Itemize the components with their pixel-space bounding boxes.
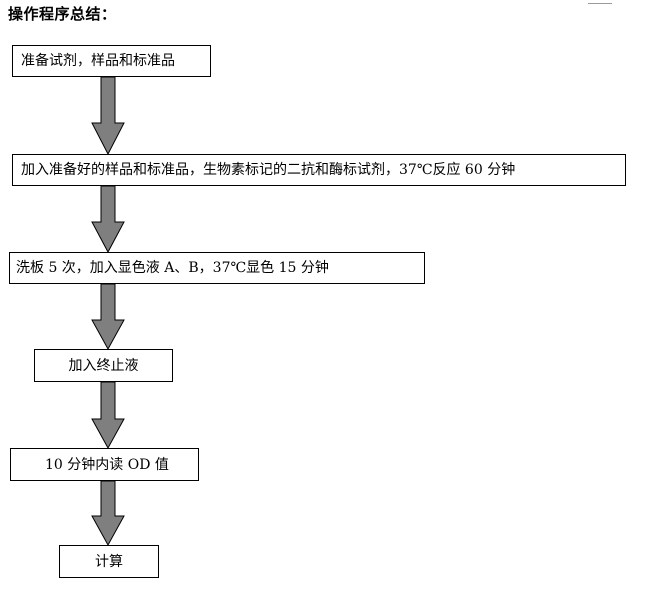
step-label: 加入终止液 [68, 357, 139, 374]
arrow-down-icon [91, 480, 125, 547]
arrow-down-icon [91, 185, 125, 254]
step-label: 加入准备好的样品和标准品，生物素标记的二抗和酶标试剂，37℃反应 60 分钟 [21, 162, 516, 178]
step-label: 准备试剂，样品和标准品 [21, 53, 175, 69]
step-prepare-reagents: 准备试剂，样品和标准品 [12, 45, 211, 77]
step-wash-develop: 洗板 5 次，加入显色液 A、B，37℃显色 15 分钟 [9, 252, 425, 284]
step-label: 10 分钟内读 OD 值 [45, 456, 169, 473]
step-label: 计算 [95, 553, 123, 570]
page-title: 操作程序总结： [8, 5, 117, 23]
step-add-stop-solution: 加入终止液 [34, 349, 173, 382]
step-calculate: 计算 [59, 545, 159, 578]
step-add-samples-incubate: 加入准备好的样品和标准品，生物素标记的二抗和酶标试剂，37℃反应 60 分钟 [12, 154, 626, 186]
arrow-down-icon [91, 76, 125, 156]
corner-mark-line [588, 0, 612, 4]
arrow-down-icon [91, 283, 125, 351]
arrow-down-icon [91, 381, 125, 450]
step-read-od: 10 分钟内读 OD 值 [10, 448, 199, 481]
step-label: 洗板 5 次，加入显色液 A、B，37℃显色 15 分钟 [16, 260, 329, 276]
